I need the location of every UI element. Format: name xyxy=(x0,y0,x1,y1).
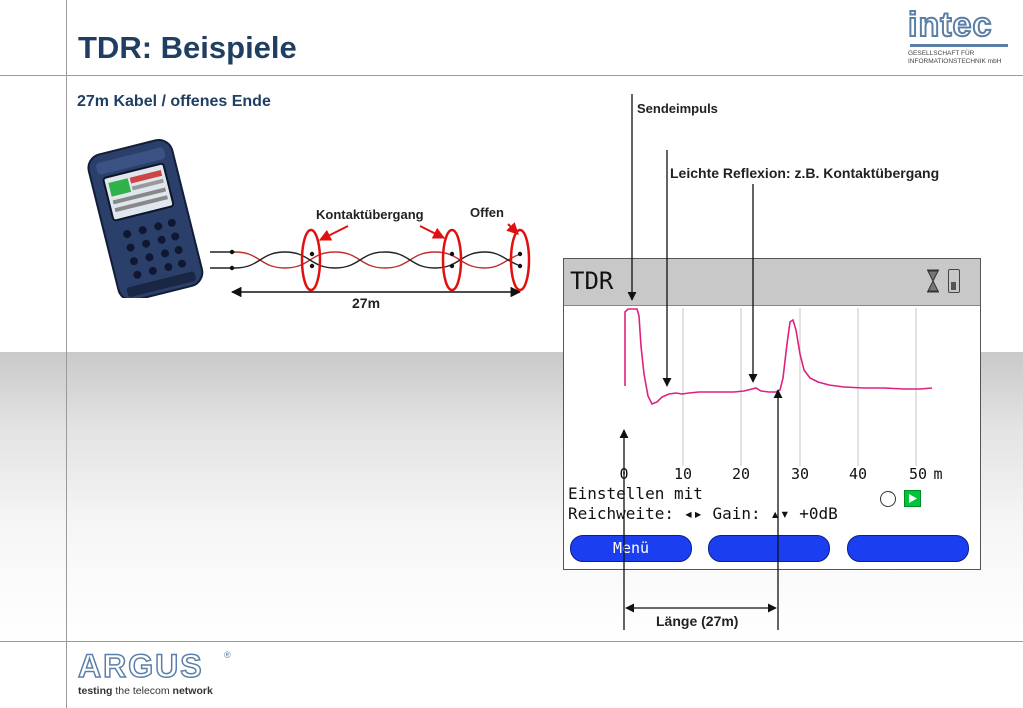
top-rule xyxy=(0,75,1023,76)
annotation-light-reflection: Leichte Reflexion: z.B. Kontaktübergang xyxy=(670,165,940,181)
battery-icon xyxy=(948,269,960,293)
tdr-tick-30: 30 xyxy=(790,465,810,483)
cable-diagram xyxy=(210,222,531,298)
tdr-trace xyxy=(624,308,933,406)
tdr-tick-20: 20 xyxy=(731,465,751,483)
contact-ellipse-2 xyxy=(441,228,463,292)
tdr-unit: m xyxy=(933,465,943,483)
intec-logo: intec GESELLSCHAFT FÜR INFORMATIONSTECHN… xyxy=(907,6,1010,68)
label-contact-transition: Kontaktübergang xyxy=(316,207,424,222)
argus-tag-testing: testing xyxy=(78,685,113,697)
open-end-ellipse xyxy=(509,228,531,292)
annotation-length: Länge (27m) xyxy=(656,613,739,629)
tdr-range-label: Reichweite: ◂▸ xyxy=(568,504,703,523)
left-rule xyxy=(66,0,67,708)
argus-tagline: testing the telecom network xyxy=(78,685,213,697)
play-icon[interactable] xyxy=(904,490,921,507)
argus-logo: ARGUS ® testing the telecom network xyxy=(77,648,238,700)
tdr-menu-button[interactable]: Menü xyxy=(570,535,692,562)
argus-logo-registered: ® xyxy=(224,650,231,660)
tester-device-illustration xyxy=(87,138,204,298)
tdr-screen: TDR 0 10 20 30 40 50 m Einstellen mit Re… xyxy=(563,258,981,570)
tdr-gain-label: Gain: xyxy=(712,504,761,523)
tdr-gain-value: +0dB xyxy=(799,504,838,523)
tdr-softkey-3[interactable] xyxy=(847,535,969,562)
tdr-title: TDR xyxy=(570,267,614,295)
intec-sub-line1: GESELLSCHAFT FÜR xyxy=(908,50,975,57)
tdr-updown-arrows: ▴▾ xyxy=(770,504,790,523)
tdr-plot xyxy=(624,308,933,466)
annotation-send-pulse: Sendeimpuls xyxy=(637,101,718,116)
bottom-rule xyxy=(0,641,1023,642)
slide-title: TDR: Beispiele xyxy=(78,30,297,65)
intec-logo-word: intec xyxy=(907,6,993,44)
tdr-annotation-lines xyxy=(619,94,783,630)
label-cable-length: 27m xyxy=(352,295,381,311)
argus-logo-word: ARGUS xyxy=(77,648,204,684)
label-open-end: Offen xyxy=(470,205,504,220)
tdr-gridlines xyxy=(682,308,917,466)
tdr-tick-50: 50 xyxy=(908,465,928,483)
slide-subtitle: 27m Kabel / offenes Ende xyxy=(77,93,271,110)
hourglass-icon xyxy=(927,269,939,293)
tdr-settings-line: Reichweite: ◂▸ Gain: ▴▾ +0dB xyxy=(568,504,838,523)
magnifier-icon[interactable] xyxy=(880,491,896,507)
tdr-tick-10: 10 xyxy=(673,465,693,483)
twisted-pair-cable xyxy=(210,251,519,269)
tdr-softkey-2[interactable] xyxy=(708,535,830,562)
tdr-settings-hint: Einstellen mit xyxy=(568,484,703,503)
intec-sub-line2: INFORMATIONSTECHNIK mbH xyxy=(908,58,1002,65)
intec-logo-bar xyxy=(910,44,1008,47)
intec-logo-subtitle: GESELLSCHAFT FÜR INFORMATIONSTECHNIK mbH xyxy=(908,50,1001,66)
argus-tag-network: network xyxy=(172,685,213,697)
tdr-tick-40: 40 xyxy=(848,465,868,483)
argus-tag-middle: the telecom xyxy=(112,685,173,697)
